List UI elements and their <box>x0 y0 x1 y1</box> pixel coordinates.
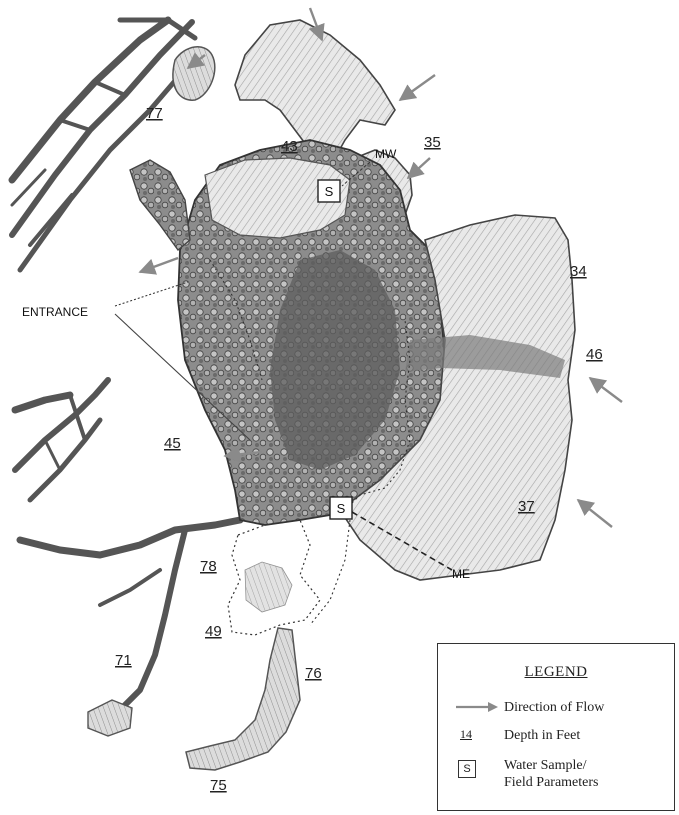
flow-arrow <box>186 52 206 70</box>
trail-line-south <box>309 519 351 626</box>
mw-leader <box>341 161 371 187</box>
station-mw-label: MW <box>375 147 397 161</box>
legend-sample-label-line1: Water Sample/ <box>504 758 587 773</box>
entrance-leader-bottom <box>114 313 251 441</box>
legend-title: LEGEND <box>524 664 588 680</box>
flow-arrow <box>308 7 325 42</box>
depth-symbol: 14 <box>460 727 472 741</box>
right-slope <box>338 214 576 581</box>
depth-label-77: 77 <box>146 105 163 122</box>
water-sample-me-box <box>329 496 353 520</box>
flow-arrow <box>223 446 263 463</box>
depth-label-49: 49 <box>205 623 222 640</box>
flow-arrow <box>406 157 431 180</box>
upper-chamber-shelf <box>204 157 351 239</box>
flow-arrow <box>576 498 613 528</box>
water-sample-mw-symbol: S <box>325 184 334 199</box>
depth-label-46: 46 <box>586 346 603 363</box>
entrance-label: ENTRANCE <box>22 305 88 319</box>
flow-arrow <box>398 74 436 101</box>
entrance-spur <box>129 159 191 252</box>
water-sample-mw-box <box>317 179 341 203</box>
water-sample-icon: S <box>458 760 476 778</box>
pool-outline-49 <box>227 519 321 636</box>
station-me-label: ME <box>452 567 470 581</box>
depth-label-37: 37 <box>518 498 535 515</box>
main-chamber-core <box>270 250 400 470</box>
depth-label-78: 78 <box>200 558 217 575</box>
depth-label-45: 45 <box>164 435 181 452</box>
legend-depth-label: Depth in Feet <box>504 728 581 743</box>
depth-label-43: 43 <box>281 138 298 155</box>
depth-label-71: 71 <box>115 652 132 669</box>
passage-77-chamber <box>172 46 216 101</box>
passage-network-45 <box>11 377 244 559</box>
legend-sample-label-line2: Field Parameters <box>504 775 599 790</box>
passage-71-chamber <box>87 699 133 737</box>
flow-arrow <box>138 256 179 275</box>
depth-label-76: 76 <box>305 665 322 682</box>
pool-detail <box>244 561 293 613</box>
legend-flow-label: Direction of Flow <box>504 700 605 715</box>
passage-network-77 <box>8 16 198 273</box>
flow-arrow-icon <box>456 702 498 712</box>
trail-line-east <box>344 319 411 511</box>
depth-label-34: 34 <box>570 263 587 280</box>
entrance-leader-top <box>114 281 189 307</box>
flow-arrow <box>588 376 623 403</box>
upper-passage-43 <box>234 19 396 167</box>
depth-label-35: 35 <box>424 134 441 151</box>
right-slope-band <box>405 335 565 378</box>
passage-lower-71 <box>98 527 188 715</box>
legend-box: LEGEND Direction of Flow 14 Depth in Fee… <box>437 643 675 811</box>
depth-label-75: 75 <box>210 777 227 794</box>
trail-line-west <box>209 259 263 381</box>
flow-arrows <box>138 7 623 528</box>
water-sample-me-symbol: S <box>337 501 346 516</box>
passage-lower-76 <box>185 627 301 771</box>
